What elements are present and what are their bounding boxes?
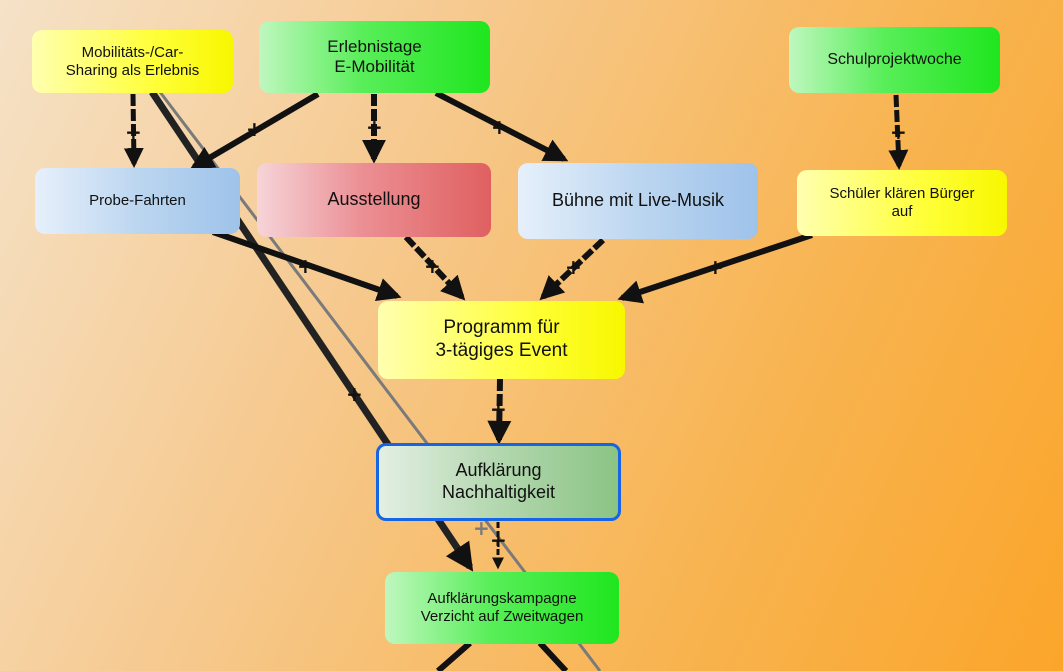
node-label: Programm für 3-tägiges Event [435, 317, 568, 361]
edge-schulprojektwoche-schueler[interactable] [888, 94, 909, 170]
edge-label-plus: + [565, 255, 582, 279]
edge-ausstellung-programm[interactable] [403, 234, 466, 301]
edge-label-plus: + [297, 254, 314, 278]
edge-probefahrten-programm[interactable] [212, 229, 402, 302]
edge-label-plus: + [125, 120, 142, 144]
node-label: Erlebnistage E-Mobilität [327, 36, 422, 76]
edge-label-plus: + [707, 255, 724, 279]
edge-erlebnistage-probefahrten[interactable] [189, 91, 320, 170]
node-aufklaerungskampagne[interactable]: Aufklärungskampagne Verzicht auf Zweitwa… [385, 572, 619, 644]
node-label: Ausstellung [327, 189, 421, 210]
node-label: Schulprojektwoche [827, 51, 962, 69]
node-buehne-live-musik[interactable]: Bühne mit Live-Musik [518, 163, 758, 239]
edge-kampagne-out-right[interactable] [537, 640, 569, 671]
edge-label-plus: + [890, 120, 907, 144]
node-label: Aufklärung Nachhaltigkeit [441, 460, 556, 502]
edge-label-plus: + [473, 516, 490, 540]
node-label: Probe-Fahrten [89, 192, 186, 209]
edge-label-plus: + [490, 397, 507, 421]
node-mobilitaet-car-sharing[interactable]: Mobilitäts-/Car- Sharing als Erlebnis [32, 30, 233, 93]
node-label: Mobilitäts-/Car- Sharing als Erlebnis [65, 43, 200, 79]
edge-label-plus: + [491, 115, 508, 139]
edge-mobilitaet-probefahrten[interactable] [123, 93, 144, 168]
edge-schueler-programm[interactable] [617, 232, 813, 304]
node-schulprojektwoche[interactable]: Schulprojektwoche [789, 27, 1000, 93]
edge-buehne-programm[interactable] [539, 237, 606, 301]
node-programm-event[interactable]: Programm für 3-tägiges Event [378, 301, 625, 379]
edge-label-plus: + [424, 254, 441, 278]
node-label: Aufklärungskampagne Verzicht auf Zweitwa… [420, 590, 584, 625]
node-aufklaerung-nachhaltigkeit[interactable]: Aufklärung Nachhaltigkeit [376, 443, 621, 521]
edge-kampagne-out-left[interactable] [436, 640, 472, 671]
node-probe-fahrten[interactable]: Probe-Fahrten [35, 168, 240, 234]
node-label: Schüler klären Bürger auf [829, 185, 975, 220]
edge-label-plus: + [366, 115, 383, 139]
edge-label-plus: + [346, 382, 363, 406]
node-schueler-klaeren-buerger-auf[interactable]: Schüler klären Bürger auf [797, 170, 1007, 236]
edge-programm-aufklaerung[interactable] [487, 378, 512, 445]
edge-label-plus: + [246, 117, 263, 141]
edge-erlebnistage-buehne[interactable] [434, 90, 569, 162]
node-label: Bühne mit Live-Musik [551, 190, 725, 211]
node-ausstellung[interactable]: Ausstellung [257, 163, 491, 237]
edge-label-plus: + [490, 528, 507, 552]
node-erlebnistage[interactable]: Erlebnistage E-Mobilität [259, 21, 490, 93]
